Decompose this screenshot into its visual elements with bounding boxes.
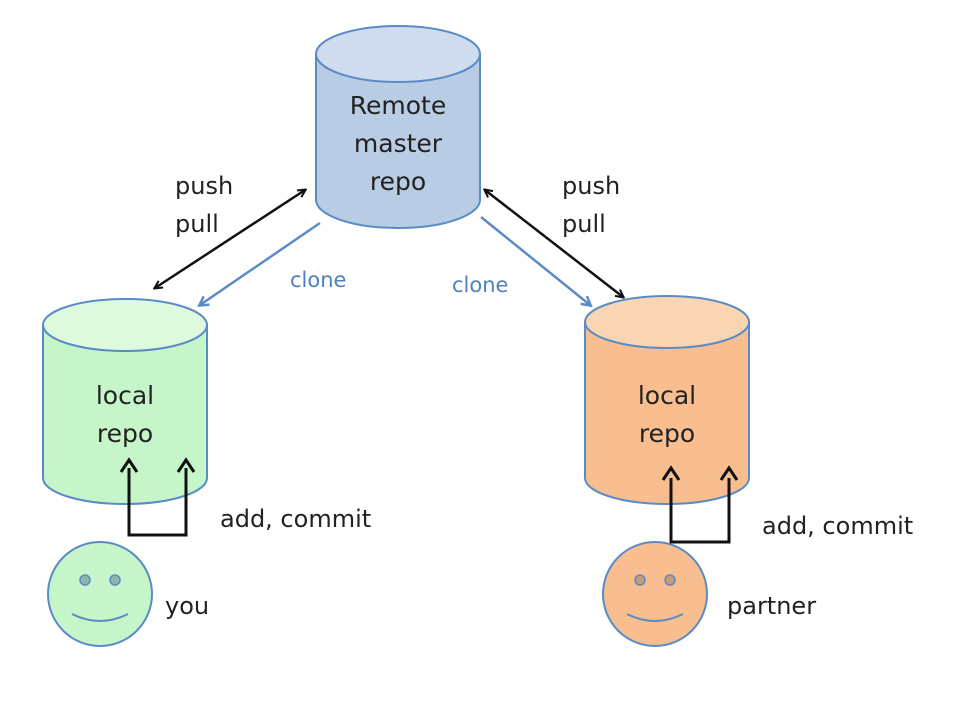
partner-label: partner [727, 592, 816, 620]
remote-repo-top [315, 25, 481, 83]
left-push-label: push [175, 172, 233, 200]
left-clone-label: clone [290, 268, 346, 292]
remote-repo-body [315, 53, 481, 229]
you-commit-arrowhead-icon [176, 457, 196, 473]
you-add-commit-label: add, commit [220, 505, 371, 533]
local-repo-partner: local repo [584, 295, 750, 505]
remote-repo-label-line2: master [354, 129, 443, 158]
local-repo-partner-label-line1: local [638, 381, 696, 410]
remote-master-repo: Remote master repo [315, 25, 481, 229]
left-pull-label: pull [175, 210, 219, 238]
partner-add-arrowhead-icon [661, 465, 681, 481]
right-clone-arrow [480, 216, 590, 305]
right-push-pull-arrow [485, 190, 623, 297]
local-repo-you-label-line1: local [96, 381, 154, 410]
partner-add-commit-label: add, commit [762, 512, 913, 540]
right-clone-label: clone [452, 273, 508, 297]
right-push-label: push [562, 172, 620, 200]
you-smiley-icon [47, 541, 153, 647]
remote-repo-label-line3: repo [370, 167, 426, 196]
partner-smiley-icon [602, 541, 708, 647]
left-clone-arrow [200, 221, 321, 305]
local-repo-you-label-line2: repo [97, 419, 153, 448]
partner-commit-arrowhead-icon [719, 465, 739, 481]
partner-add-commit-loop [669, 478, 731, 544]
remote-repo-label-line1: Remote [350, 91, 446, 120]
left-push-pull-arrow [155, 190, 305, 288]
you-add-commit-loop [127, 468, 188, 537]
local-repo-you: local repo [42, 298, 208, 505]
right-pull-label: pull [562, 210, 606, 238]
you-add-arrowhead-icon [119, 457, 139, 473]
local-repo-partner-label-line2: repo [639, 419, 695, 448]
local-repo-partner-top [584, 295, 750, 349]
you-label: you [165, 592, 209, 620]
local-repo-you-top [42, 298, 208, 352]
